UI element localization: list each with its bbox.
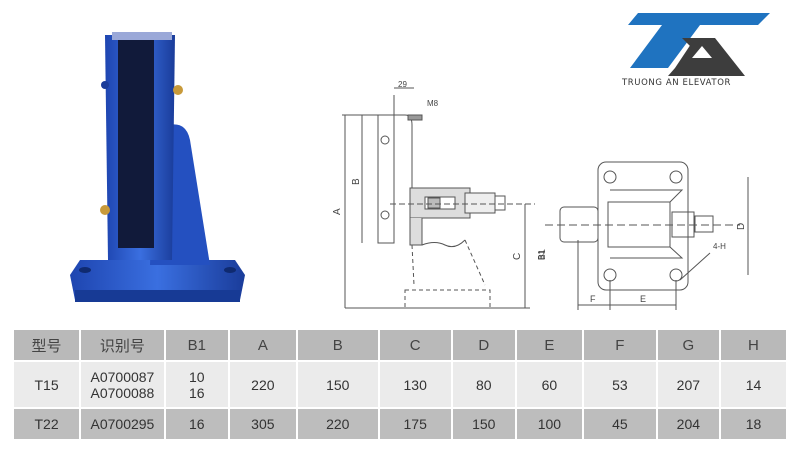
cell-B1-line: 16 <box>188 384 205 401</box>
cell-B: 150 <box>297 362 378 407</box>
cell-F: 53 <box>583 362 656 407</box>
dim-C: C <box>512 253 523 260</box>
dim-M8: M8 <box>427 99 439 108</box>
dim-A: A <box>332 208 343 215</box>
cell-F: 45 <box>583 409 656 439</box>
cell-id-line: A0700087 <box>90 368 155 385</box>
brand-logo <box>628 13 770 76</box>
brand-name: TRUONG AN ELEVATOR <box>622 78 732 88</box>
dim-D: D <box>736 223 747 230</box>
side-view-drawing: A B 29 M8 C B1 <box>332 80 547 309</box>
header-model: 型号 <box>14 330 80 360</box>
table-row: T22 A0700295 16 305 220 175 150 100 45 2… <box>14 409 786 439</box>
dim-F: F <box>590 294 596 304</box>
cell-model: T15 <box>14 362 80 407</box>
dim-B1-side: B1 <box>537 249 547 260</box>
cell-id: A0700295 <box>81 409 164 439</box>
product-photo <box>70 32 245 302</box>
cell-C: 130 <box>379 362 451 407</box>
cell-C: 175 <box>379 409 451 439</box>
header-C: C <box>379 330 451 360</box>
cell-E: 60 <box>516 362 582 407</box>
cell-H: 14 <box>720 362 786 407</box>
dim-4-H: 4-H <box>713 242 726 251</box>
header-E: E <box>516 330 582 360</box>
cell-D: 80 <box>452 362 515 407</box>
cell-B1: 10 16 <box>165 362 228 407</box>
cell-G: 207 <box>657 362 719 407</box>
dim-B: B <box>351 178 362 185</box>
table-header-row: 型号 识别号 B1 A B C D E F G H <box>14 330 786 360</box>
header-id: 识别号 <box>81 330 164 360</box>
header-H: H <box>720 330 786 360</box>
cell-H: 18 <box>720 409 786 439</box>
header-D: D <box>452 330 515 360</box>
cell-A: 220 <box>229 362 296 407</box>
header-B1: B1 <box>165 330 228 360</box>
cell-B: 220 <box>297 409 378 439</box>
cell-model: T22 <box>14 409 80 439</box>
cell-E: 100 <box>516 409 582 439</box>
spec-table: 型号 识别号 B1 A B C D E F G H T15 A0700087 A… <box>12 328 788 441</box>
cell-D: 150 <box>452 409 515 439</box>
cell-B1-line: 10 <box>188 368 205 385</box>
dim-29: 29 <box>398 80 407 89</box>
header-B: B <box>297 330 378 360</box>
cell-id-line: A0700088 <box>90 384 155 401</box>
dim-E: E <box>640 294 646 304</box>
cell-id: A0700087 A0700088 <box>81 362 164 407</box>
cell-B1: 16 <box>165 409 228 439</box>
dim-B1-top: B1 <box>537 250 546 260</box>
header-F: F <box>583 330 656 360</box>
table-row: T15 A0700087 A0700088 10 16 220 150 130 … <box>14 362 786 407</box>
header-A: A <box>229 330 296 360</box>
top-view-drawing: D 4-H F E B1 <box>537 161 749 310</box>
cell-G: 204 <box>657 409 719 439</box>
cell-A: 305 <box>229 409 296 439</box>
header-G: G <box>657 330 719 360</box>
